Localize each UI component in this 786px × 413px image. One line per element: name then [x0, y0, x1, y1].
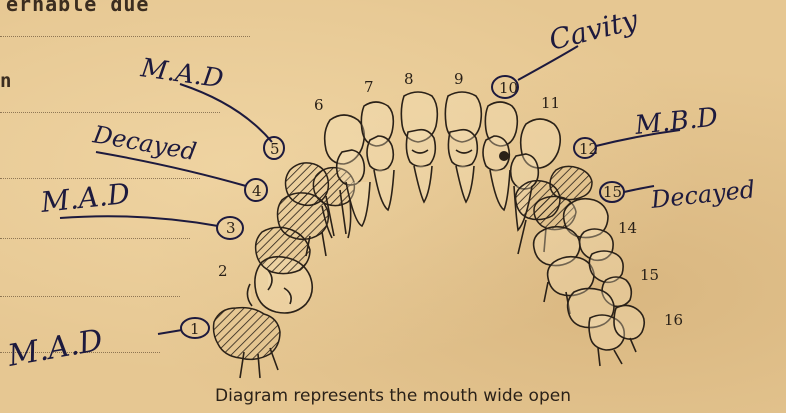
tooth-10	[483, 102, 517, 210]
handwritten-note-tooth5: M.A.D	[138, 53, 225, 94]
handwritten-note-tooth1: M.A.D	[4, 323, 105, 374]
tooth-number: 8	[404, 70, 414, 88]
tooth-number: 15	[640, 266, 659, 284]
handwritten-note-tooth4: Decayed	[90, 120, 199, 166]
handwritten-note-tooth12: M.B.D	[633, 102, 720, 141]
tooth-number: 15	[603, 183, 622, 201]
tooth-number: 9	[454, 70, 464, 88]
tooth-1	[214, 308, 281, 378]
handwritten-note-tooth10: Cavity	[546, 3, 642, 57]
tooth-number: 2	[218, 262, 228, 280]
tooth-number: 4	[252, 182, 262, 200]
tooth-number: 16	[664, 311, 683, 329]
diagram-caption: Diagram represents the mouth wide open	[0, 386, 786, 406]
tooth-2	[247, 227, 312, 313]
tooth-9	[445, 92, 481, 202]
tooth-number: 1	[190, 320, 200, 338]
handwritten-note-tooth3: M.A.D	[38, 177, 131, 219]
tooth-8	[401, 92, 437, 202]
tooth-number: 5	[270, 140, 280, 158]
tooth-number: 11	[541, 94, 560, 112]
tooth-number: 7	[364, 78, 374, 96]
handwritten-note-tooth13: Decayed	[649, 175, 757, 214]
tooth-number: 3	[226, 219, 236, 237]
tooth-number: 14	[618, 219, 637, 237]
tooth-16	[568, 288, 645, 366]
tooth-number: 6	[314, 96, 324, 114]
